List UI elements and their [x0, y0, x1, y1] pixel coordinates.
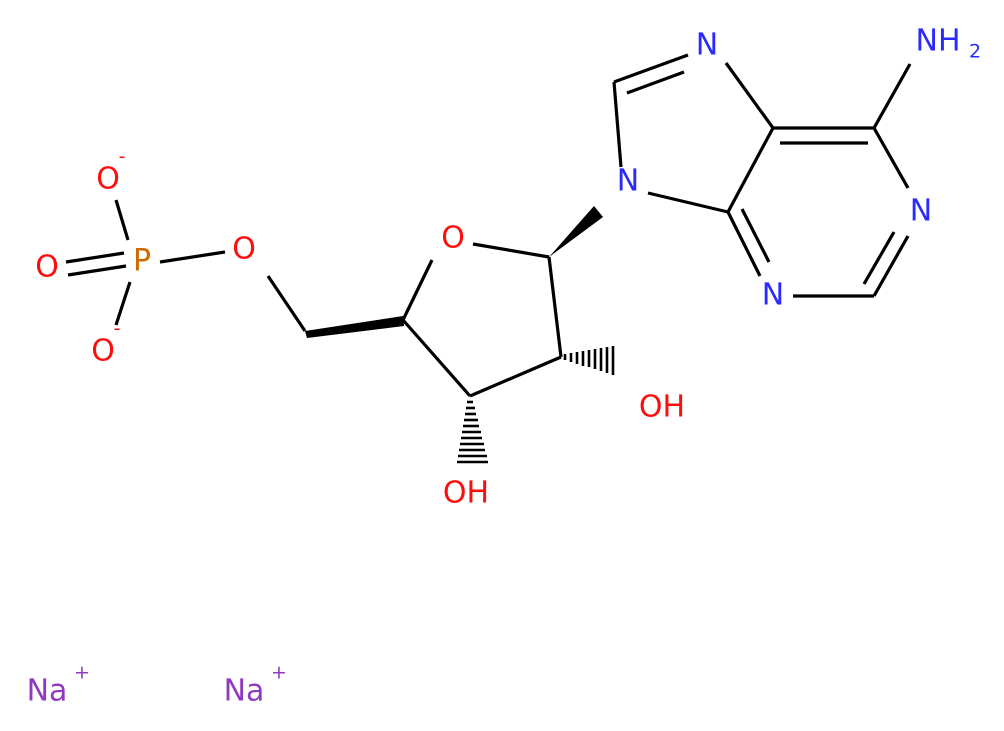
atom-o-minus-bottom: O: [91, 334, 115, 369]
bond-c2-c3: [469, 355, 562, 398]
bond-n3-c4-a: [726, 211, 762, 277]
bonds: [65, 53, 912, 464]
atom-n1: N: [910, 194, 932, 229]
bond-p-o-top: [114, 199, 130, 241]
atom-n7: N: [696, 28, 718, 63]
atom-o-ester: O: [232, 232, 256, 267]
counterions: Na + Na +: [27, 662, 287, 709]
charge-o-bottom: -: [114, 318, 121, 340]
bond-o-ring-c1: [472, 242, 550, 259]
bond-n3-c4-b: [740, 208, 771, 263]
sodium-ion-2: Na: [224, 674, 265, 709]
wedge-c1-n9: [549, 206, 603, 257]
subscript-nh2: 2: [969, 41, 981, 63]
bond-c8-n7-b: [626, 70, 685, 95]
atom-n9: N: [617, 164, 639, 199]
bond-c6-nh2: [872, 63, 912, 129]
hash-c2-oh: [563, 346, 615, 375]
bond-n1-c2-a: [872, 235, 910, 297]
bond-c5-c4: [726, 127, 775, 213]
bond-n7-c5: [724, 62, 775, 129]
bond-c4-o-ring: [401, 259, 434, 321]
atom-o-ring: O: [441, 221, 465, 256]
wedge-c4-c5: [305, 316, 404, 338]
charge-o-top: -: [119, 146, 126, 168]
bond-c8-n7-a: [613, 53, 689, 84]
atom-o-double: O: [35, 250, 59, 285]
atom-oh-3: OH: [443, 476, 489, 511]
atom-n3: N: [762, 278, 784, 313]
bond-p-o-double-1: [65, 251, 125, 264]
bond-p-o-ester: [159, 250, 226, 264]
atom-o-minus-top: O: [96, 162, 120, 197]
atom-p: P: [133, 244, 151, 279]
bond-c4-n9: [647, 191, 729, 214]
sodium-ion-1-charge: +: [74, 662, 90, 684]
bond-c6-n1: [872, 127, 910, 189]
atom-nh2: NH: [916, 24, 961, 59]
hash-c3-oh: [457, 400, 488, 464]
sodium-ion-2-charge: +: [271, 662, 287, 684]
bond-c3-c4: [401, 318, 472, 398]
bond-c1-c2: [547, 256, 563, 358]
sodium-ion-1: Na: [27, 674, 68, 709]
atom-oh-2: OH: [639, 390, 685, 425]
bond-o-ester-c5: [266, 275, 307, 332]
atom-labels: O - O P O - O O N N N N NH 2 OH OH: [35, 24, 981, 511]
bond-n9-c8: [612, 81, 623, 168]
bond-n1-c2-b: [862, 231, 896, 285]
bond-p-o-bottom: [114, 281, 132, 326]
bond-p-o-double-2: [67, 264, 127, 277]
